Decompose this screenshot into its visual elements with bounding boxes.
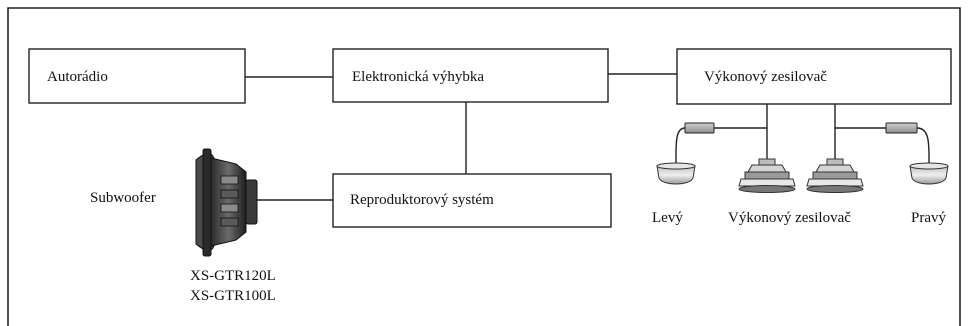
box-crossover-label: Elektronická výhybka [352,69,484,85]
subwoofer-icon [195,148,258,257]
label-subwoofer: Subwoofer [90,190,156,206]
box-crossover: Elektronická výhybka [332,48,609,103]
speaker-icon [738,158,796,193]
outer-frame [7,7,961,326]
capacitor-icon [684,122,715,134]
label-center: Výkonový zesilovač [728,210,851,226]
label-right: Pravý [911,210,946,226]
label-left: Levý [652,210,683,226]
box-power-amp: Výkonový zesilovač [676,48,952,105]
box-car-radio: Autorádio [28,48,246,104]
box-power-amp-label: Výkonový zesilovač [704,69,827,85]
label-model-1: XS-GTR120L [190,268,276,284]
capacitor-icon [885,122,918,134]
tweeter-icon [656,162,696,185]
box-speaker-system-label: Reproduktorový systém [350,192,494,208]
label-model-2: XS-GTR100L [190,288,276,304]
wire-right-tweeter [916,127,930,165]
wire-left-tweeter [675,127,686,165]
speaker-icon [806,158,864,193]
box-car-radio-label: Autorádio [47,69,108,85]
box-speaker-system: Reproduktorový systém [332,173,612,228]
tweeter-icon [909,162,949,185]
